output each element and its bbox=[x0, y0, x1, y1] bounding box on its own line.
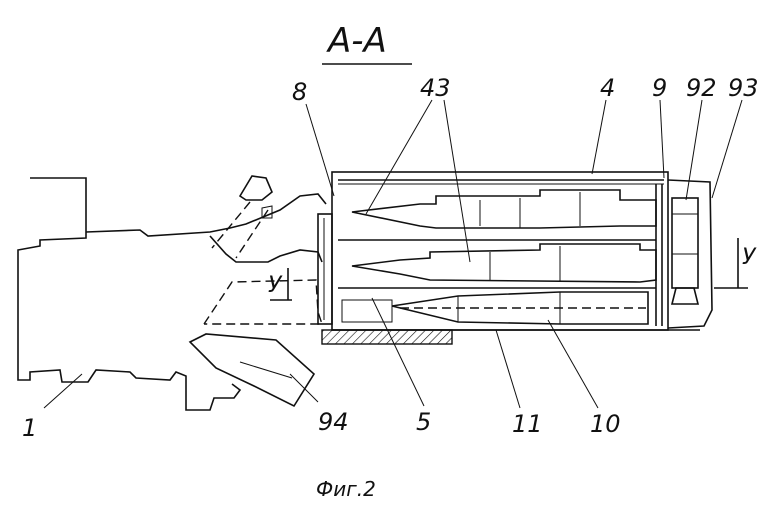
label-9: 9 bbox=[652, 74, 667, 102]
end-compartment bbox=[667, 179, 713, 329]
label-4: 4 bbox=[600, 74, 615, 102]
end-wall-8 bbox=[317, 213, 333, 325]
leader-5 bbox=[371, 297, 425, 407]
plate-94-outline bbox=[188, 333, 316, 408]
figure-caption: Фиг.2 bbox=[316, 477, 376, 501]
unit-92 bbox=[671, 197, 699, 289]
leader-9 bbox=[659, 99, 665, 179]
hatch-small bbox=[261, 205, 273, 219]
leader-94 bbox=[289, 373, 319, 403]
label-43: 43 bbox=[420, 74, 451, 102]
label-94: 94 bbox=[318, 408, 349, 436]
plate-94-inner bbox=[239, 361, 293, 379]
label-1: 1 bbox=[22, 414, 37, 442]
label-92: 92 bbox=[686, 74, 717, 102]
vehicle-body-outline bbox=[17, 177, 242, 411]
missile-middle bbox=[351, 243, 657, 283]
hull-dashed-contour bbox=[203, 279, 323, 325]
label-10: 10 bbox=[590, 410, 621, 438]
label-5: 5 bbox=[416, 408, 431, 436]
missile-lower bbox=[391, 291, 649, 325]
leader-92 bbox=[685, 99, 703, 201]
label-93: 93 bbox=[728, 74, 759, 102]
base-plate-hatched bbox=[321, 329, 453, 345]
leader-4 bbox=[591, 99, 607, 175]
sight-line-2 bbox=[235, 209, 269, 259]
section-letter-left: У bbox=[268, 273, 283, 298]
vehicle-top-edge bbox=[85, 193, 327, 237]
hatch-mount bbox=[238, 175, 273, 201]
missile-lower-tail bbox=[341, 299, 393, 323]
leader-43b bbox=[443, 99, 471, 263]
leader-1 bbox=[43, 373, 83, 409]
leader-93 bbox=[711, 99, 743, 199]
section-title: А-А bbox=[326, 21, 387, 61]
leader-8 bbox=[305, 103, 335, 197]
label-11: 11 bbox=[512, 410, 543, 438]
vehicle-side-edge bbox=[209, 235, 323, 263]
sight-line bbox=[211, 201, 251, 249]
label-8: 8 bbox=[292, 78, 307, 106]
missile-upper bbox=[351, 189, 657, 229]
leader-11 bbox=[495, 329, 521, 409]
section-letter-right: У bbox=[742, 245, 757, 270]
leader-10 bbox=[547, 319, 599, 409]
unit-92-base bbox=[670, 287, 700, 305]
leader-43a bbox=[365, 99, 433, 215]
